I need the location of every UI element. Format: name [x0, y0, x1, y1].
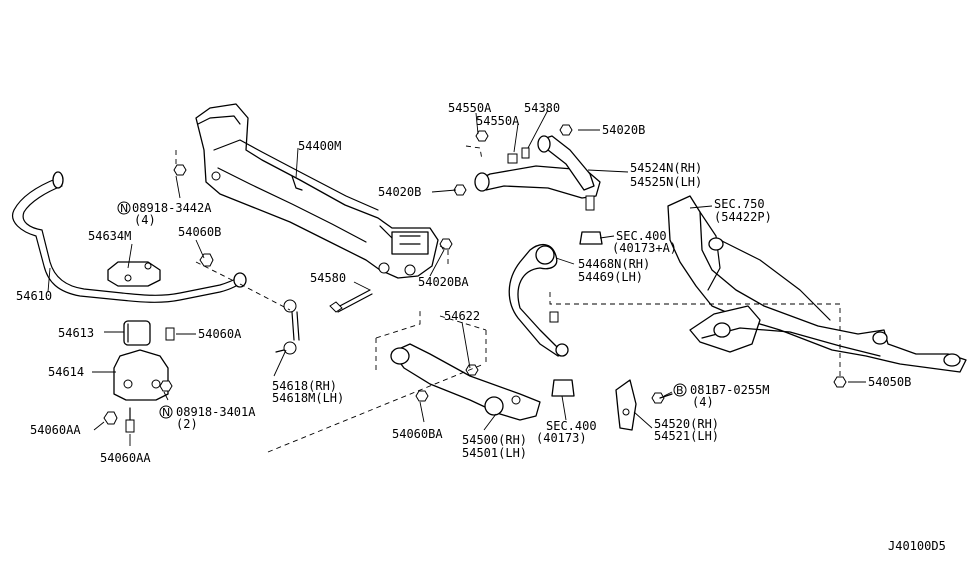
label-54060B: 54060B	[178, 225, 221, 239]
bolt-54550A-2[interactable]	[507, 153, 518, 164]
label-54525N: 54525N(LH)	[630, 175, 702, 189]
label-sec400-upper: SEC.400	[616, 229, 667, 243]
label-54060BA: 54060BA	[392, 427, 443, 441]
upper-link-arm[interactable]	[474, 135, 601, 211]
nut-08918-3442A[interactable]	[173, 164, 187, 176]
lower-link-arm[interactable]	[390, 343, 541, 421]
fastener-54060AA-b[interactable]	[125, 407, 135, 433]
assembly-dashed-lines	[175, 145, 841, 453]
label-54618M: 54618M(LH)	[272, 391, 344, 405]
underbody-brace-frame[interactable]	[667, 195, 967, 373]
label-sec750: SEC.750	[714, 197, 765, 211]
label-54050B: 54050B	[868, 375, 911, 389]
nut-54020B-upper[interactable]	[559, 124, 573, 136]
label-54550A-2: 54550A	[476, 114, 520, 128]
label-sec750-ref: (54422P)	[714, 210, 772, 224]
label-54610: 54610	[16, 289, 52, 303]
nut-54622[interactable]	[465, 364, 479, 376]
stabilizer-clamp[interactable]	[113, 349, 169, 401]
stabilizer-bar[interactable]	[12, 171, 247, 303]
label-sec400-lower-ref: (40173)	[536, 431, 587, 445]
ball-joint-sec400-upper[interactable]	[579, 231, 603, 245]
bolt-54060BA[interactable]	[415, 390, 429, 402]
label-081B7-0255M: 081B7-0255M	[690, 383, 769, 397]
label-54580: 54580	[310, 271, 346, 285]
washer-54380[interactable]	[521, 147, 530, 159]
label-54060A: 54060A	[198, 327, 242, 341]
part-labels: 54550A 54380 54550A 54020B 54524N(RH) 54…	[16, 101, 946, 553]
label-54469: 54469(LH)	[578, 270, 643, 284]
nut-symbol-b: N	[159, 405, 173, 419]
stabilizer-bushing-clamp[interactable]	[107, 261, 161, 287]
label-54520: 54520(RH)	[654, 417, 719, 431]
nut-54020B-left[interactable]	[453, 184, 467, 196]
label-54500: 54500(RH)	[462, 433, 527, 447]
label-sec400-upper-ref: (40173+A)	[612, 241, 677, 255]
bolt-54020BA[interactable]	[439, 238, 453, 250]
nut-symbol-b-letter: N	[162, 406, 170, 419]
label-08918-3401A: 08918-3401A	[176, 405, 256, 419]
label-54614: 54614	[48, 365, 84, 379]
label-54380: 54380	[524, 101, 560, 115]
label-54020B-1: 54020B	[602, 123, 645, 137]
nut-symbol-a: N	[117, 201, 131, 215]
label-54634M: 54634M	[88, 229, 131, 243]
label-54020B-2: 54020B	[378, 185, 421, 199]
label-54060AA-2: 54060AA	[100, 451, 151, 465]
label-08918-3442A-qty: (4)	[134, 213, 156, 227]
bolt-54050B[interactable]	[833, 376, 847, 388]
label-54501: 54501(LH)	[462, 446, 527, 460]
label-54521: 54521(LH)	[654, 429, 719, 443]
stabilizer-link[interactable]	[275, 299, 300, 355]
label-54060AA-1: 54060AA	[30, 423, 81, 437]
fastener-54060A[interactable]	[165, 327, 175, 341]
label-081B7-0255M-qty: (4)	[692, 395, 714, 409]
bolt-54550A[interactable]	[475, 130, 489, 142]
bolt-54580[interactable]	[329, 289, 373, 313]
bolt-symbol: B	[673, 383, 687, 397]
diagram-id: J40100D5	[888, 539, 946, 553]
suspension-member[interactable]	[195, 103, 439, 279]
label-54400M: 54400M	[298, 139, 341, 153]
label-08918-3401A-qty: (2)	[176, 417, 198, 431]
stabilizer-bushing[interactable]	[123, 320, 151, 346]
leader-lines	[47, 109, 866, 446]
label-54613: 54613	[58, 326, 94, 340]
compression-rod[interactable]	[508, 244, 569, 357]
label-54550A-1: 54550A	[448, 101, 492, 115]
label-54524N: 54524N(RH)	[630, 161, 702, 175]
label-sec400-lower: SEC.400	[546, 419, 597, 433]
label-54618: 54618(RH)	[272, 379, 337, 393]
nut-08918-3401A[interactable]	[159, 380, 173, 392]
mounting-bracket[interactable]	[615, 379, 637, 431]
nut-symbol-a-letter: N	[120, 202, 128, 215]
fastener-54060B[interactable]	[199, 253, 214, 267]
label-54622: 54622	[444, 309, 480, 323]
label-54020BA: 54020BA	[418, 275, 469, 289]
fastener-54060AA-a[interactable]	[103, 411, 118, 425]
label-08918-3442A: 08918-3442A	[132, 201, 212, 215]
label-54468N: 54468N(RH)	[578, 257, 650, 271]
ball-joint-sec400-lower[interactable]	[551, 379, 575, 397]
bolt-081B7-0255M[interactable]	[651, 392, 673, 404]
bolt-symbol-letter: B	[676, 384, 684, 397]
